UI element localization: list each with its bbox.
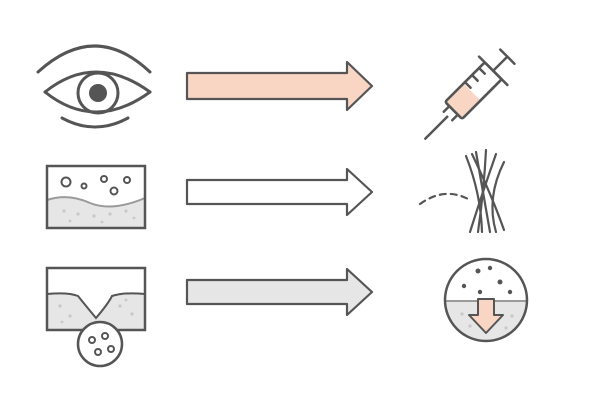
syringe-plunger-cap (499, 48, 516, 65)
extraction-circle-outline (443, 257, 529, 343)
particle (109, 186, 119, 196)
skin-texture-icon (45, 164, 147, 230)
skin-pore-icon (45, 266, 147, 368)
fiber-strand (470, 152, 506, 232)
eye-lower-arc (60, 116, 130, 129)
particle (94, 348, 102, 356)
syringe-icon (424, 48, 516, 140)
arrow-gray (185, 267, 374, 317)
eye-pupil (89, 84, 107, 102)
pore-magnifier (76, 320, 124, 368)
syringe-tick (463, 80, 472, 90)
skin-layer-line (46, 196, 146, 208)
syringe-needle (424, 114, 450, 140)
skin-layer-fill (47, 197, 145, 228)
dashed-thread (418, 192, 472, 206)
eye-upper-arc (36, 44, 152, 74)
particle (107, 345, 115, 353)
eye-icon (36, 44, 152, 129)
syringe-tick (470, 73, 479, 82)
fiber-strand (464, 154, 484, 234)
particle (100, 175, 108, 183)
eye-iris (76, 71, 120, 115)
particle (123, 176, 131, 184)
syringe-plunger (491, 55, 509, 73)
skin-layer-fill (47, 293, 145, 330)
extraction-circle-icon (443, 257, 529, 343)
fiber-strands-icon (418, 148, 506, 234)
syringe-tick (477, 66, 486, 75)
fiber-strand (468, 152, 498, 234)
arrow-white (185, 167, 374, 217)
particle (101, 332, 109, 340)
particle (88, 336, 96, 344)
skin-box-outline (45, 164, 147, 230)
arrow-peach (185, 60, 374, 112)
particle (80, 182, 88, 190)
down-arrow-icon (468, 298, 504, 334)
fiber-strand (491, 160, 506, 234)
pore-dip-line (46, 292, 146, 320)
particle (60, 176, 72, 188)
